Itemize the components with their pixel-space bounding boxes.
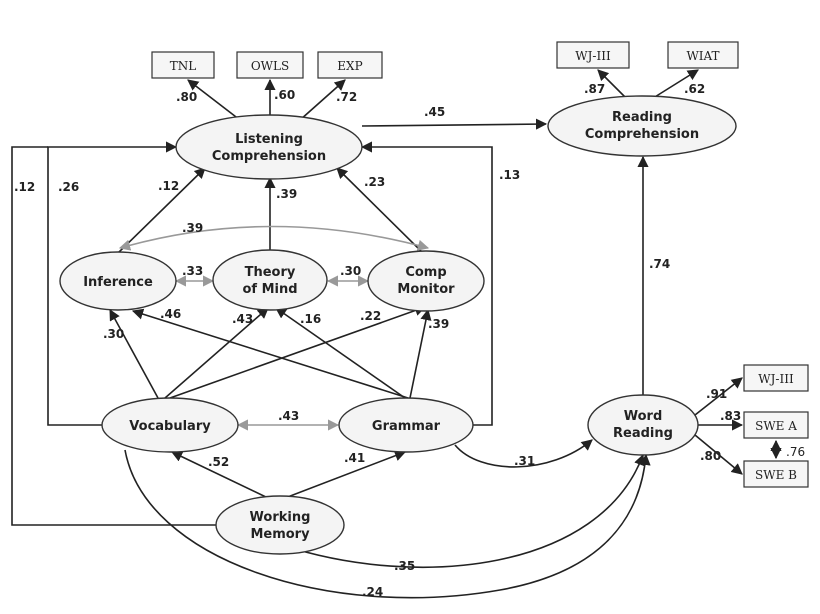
wr-sweb-path [694, 434, 743, 475]
owls-label: OWLS [251, 59, 289, 73]
coef-lc-rc: .45 [424, 105, 445, 119]
coef-voc-gram: .43 [278, 409, 299, 423]
coef-voc-cm: .22 [360, 309, 381, 323]
exp-box [317, 51, 383, 79]
sweb-box [743, 460, 809, 488]
coef-wm-voc: .52 [208, 455, 229, 469]
inf-lc-path [117, 167, 206, 254]
lc-rc-path [361, 118, 548, 130]
gram-inf-path [131, 308, 409, 399]
wm-lc-outer-path [11, 146, 218, 526]
coef-wj-rc: .87 [584, 82, 605, 96]
gram-tom-path [275, 307, 406, 399]
voc-cm-path [169, 305, 427, 399]
inf-cm-cov-path [118, 225, 430, 251]
listening-node [175, 114, 363, 180]
coef-gram-tom: .16 [300, 312, 321, 326]
coef-voc-lc-outer: .12 [14, 180, 35, 194]
gram-cm-path [409, 308, 432, 399]
tnl-box [151, 51, 215, 79]
comp-monitor-node [367, 250, 485, 312]
wj-rc-label: WJ-III [575, 49, 611, 63]
wm-wr-path [281, 453, 645, 569]
tnl-label: TNL [170, 59, 197, 73]
coef-owls: .60 [274, 88, 295, 102]
reading-node [547, 95, 737, 157]
owls-box [236, 51, 304, 79]
word-reading-node [587, 394, 699, 456]
coef-inf-tom: .33 [182, 264, 203, 278]
wm-gram-path [284, 450, 407, 499]
wm-voc-path [170, 451, 269, 499]
coef-cm-lc: .23 [364, 175, 385, 189]
swea-box [743, 411, 809, 439]
wj-wr-label: WJ-III [758, 372, 794, 386]
coef-voc-lc-inner: .26 [58, 180, 79, 194]
coef-exp: .72 [336, 90, 357, 104]
swea-label: SWE A [755, 419, 797, 433]
coef-wiat: .62 [684, 82, 705, 96]
wr-wj-path [694, 377, 743, 416]
gram-lc-outer-path [360, 141, 493, 426]
voc-wr-path [124, 449, 651, 599]
inference-node [59, 251, 177, 311]
wiat-box [667, 41, 739, 69]
sweb-label: SWE B [755, 468, 797, 482]
coef-gram-wr: .31 [514, 454, 535, 468]
gram-wr-path [454, 439, 593, 468]
coef-wm-wr: .35 [394, 559, 415, 573]
coef-tom-cm: .30 [340, 264, 361, 278]
lc-tnl-path [187, 79, 241, 121]
grammar-label: Grammar [372, 419, 441, 434]
lc-exp-path [299, 79, 346, 121]
tom-node [212, 249, 328, 311]
coef-wm-gram: .41 [344, 451, 365, 465]
coef-gram-inf: .46 [160, 307, 181, 321]
coef-swea: .83 [720, 409, 741, 423]
voc-tom-path [164, 307, 269, 399]
coef-gram-lc: .13 [499, 168, 520, 182]
rc-wiat-path [649, 69, 699, 101]
coef-voc-inf: .30 [103, 327, 124, 341]
grammar-node [338, 397, 474, 453]
exp-label: EXP [337, 59, 362, 73]
coef-wr-rc: .74 [649, 257, 670, 271]
coef-tom-lc: .39 [276, 187, 297, 201]
wj-rc-box [556, 41, 630, 69]
rc-wj-path [597, 69, 629, 101]
voc-lc-outer-path [47, 141, 178, 426]
coef-inf-lc: .12 [158, 179, 179, 193]
coef-gram-cm: .39 [428, 317, 449, 331]
coef-voc-tom: .43 [232, 312, 253, 326]
vocabulary-node [101, 397, 239, 453]
coef-wj-wr: .91 [706, 387, 727, 401]
wiat-label: WIAT [686, 49, 719, 63]
coef-inf-cm: .39 [182, 221, 203, 235]
coef-swe-cov: .76 [786, 445, 805, 459]
coef-voc-wr: .24 [362, 585, 383, 599]
inference-label: Inference [83, 275, 153, 290]
vocabulary-label: Vocabulary [129, 419, 211, 434]
wj-wr-box [743, 364, 809, 392]
coef-sweb: .80 [700, 449, 721, 463]
working-memory-node [215, 495, 345, 555]
coef-tnl: .80 [176, 90, 197, 104]
voc-inf-path [109, 309, 159, 399]
